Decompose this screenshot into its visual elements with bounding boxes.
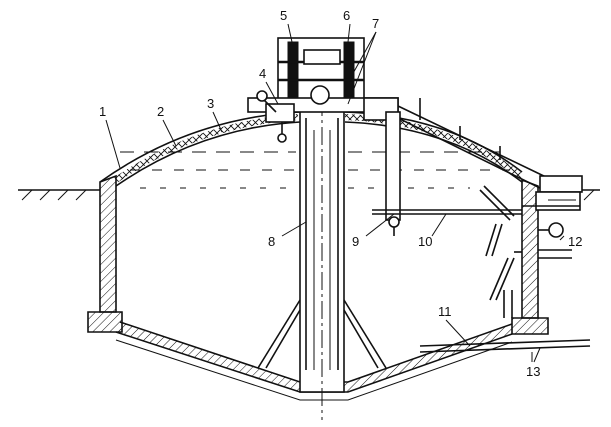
label-4: 4 [259, 66, 266, 81]
liquid-level [120, 151, 510, 189]
left-wall [87, 174, 123, 333]
label-3: 3 [207, 96, 214, 111]
label-9: 9 [352, 234, 359, 249]
tube-supports [257, 299, 387, 369]
label-13: 13 [526, 364, 540, 379]
sampling-tube [385, 111, 401, 236]
label-10: 10 [418, 234, 432, 249]
label-7: 7 [372, 16, 379, 31]
label-1: 1 [99, 104, 106, 119]
label-12: 12 [568, 234, 582, 249]
ground-left [18, 189, 100, 201]
overflow-pipe [372, 205, 580, 215]
valve [538, 222, 564, 238]
inlet-pipes [479, 185, 572, 318]
leader-lines [105, 23, 565, 363]
central-tube [299, 40, 345, 420]
label-8: 8 [268, 234, 275, 249]
label-5: 5 [280, 8, 287, 23]
label-6: 6 [343, 8, 350, 23]
sludge-pipe [419, 339, 591, 362]
label-11: 11 [438, 304, 452, 319]
label-2: 2 [157, 104, 164, 119]
